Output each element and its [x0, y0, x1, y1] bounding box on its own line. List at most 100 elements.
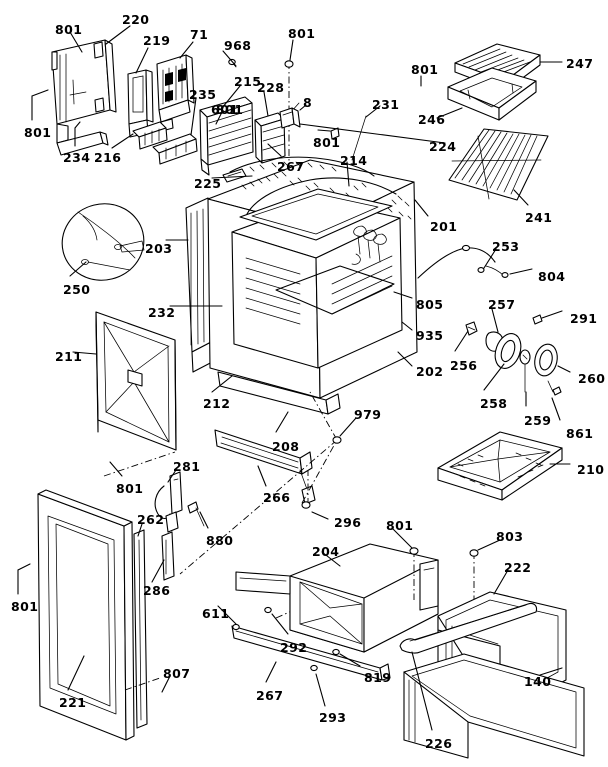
part-140-drawer-panel [403, 653, 585, 759]
part-211-inner-door-panel [95, 311, 177, 451]
callout-235-heat-shield: 235 [189, 87, 217, 102]
part-292-drawer-slide [231, 606, 391, 681]
part-220-control-panel-cover [51, 39, 117, 156]
callout-935-screw: 935 [416, 328, 444, 343]
part-880-screw [187, 501, 205, 527]
callout-228-clip: 228 [257, 80, 285, 95]
callout-224-bracket: 224 [429, 139, 457, 154]
callout-267-drawer-rail: 267 [256, 688, 284, 703]
callout-201-oven-body: 201 [430, 219, 458, 234]
part-212-bottom-trim [217, 371, 341, 415]
callout-267-air-baffle: 267 [277, 159, 305, 174]
callout-801-screw: 801 [216, 102, 244, 117]
part-258-washer [494, 333, 522, 369]
part-286-door-catch [161, 531, 175, 581]
callout-232-side-panel: 232 [148, 305, 176, 320]
callout-801-screw: 801 [55, 22, 83, 37]
callout-246-broiler-pan: 246 [418, 112, 446, 127]
callout-250-rear-cover-plate: 250 [63, 282, 91, 297]
assembly-reference-lines [103, 391, 342, 691]
part-262-seal-strip [133, 529, 148, 729]
callout-210-storage-drawer-pan: 210 [577, 462, 605, 477]
part-214-oven-top-panel [239, 177, 397, 241]
callout-140-drawer-panel: 140 [524, 674, 552, 689]
callout-260-seal-washer: 260 [578, 371, 606, 386]
part-219-transformer-bracket [127, 69, 154, 138]
part-210-drawer-pan [437, 431, 563, 501]
part-228-clip [254, 112, 286, 164]
callout-231-support: 231 [372, 97, 400, 112]
callout-234-control-panel-support: 234 [63, 150, 91, 165]
part-250-rear-cover [61, 203, 145, 281]
callout-601-screw: 601 [211, 102, 239, 117]
callout-212-bottom-trim: 212 [203, 396, 231, 411]
drawer-screws [409, 547, 479, 600]
part-861-screw [547, 380, 562, 396]
callout-291-clip: 291 [570, 311, 598, 326]
callout-256-retainer: 256 [450, 358, 478, 373]
callout-208-oven-bottom-rail: 208 [272, 439, 300, 454]
part-291-clip [532, 314, 543, 325]
part-259-pin [519, 349, 531, 393]
part-235-heat-shield [152, 133, 198, 165]
callout-8-screw: 8 [303, 95, 313, 110]
callout-801-screw: 801 [11, 599, 39, 614]
callout-259-pin: 259 [524, 413, 552, 428]
callout-226-drawer-handle: 226 [425, 736, 453, 751]
callout-219-transformer-bracket: 219 [143, 33, 171, 48]
callout-203-back-panel: 203 [145, 241, 173, 256]
callout-281-door-latch-spring: 281 [173, 459, 201, 474]
part-241-oven-rack [448, 128, 549, 201]
part-216-rail [132, 121, 168, 150]
callout-222-drawer-front-bracket: 222 [504, 560, 532, 575]
callout-861-screw: 861 [566, 426, 594, 441]
callout-979-screw: 979 [354, 407, 382, 422]
callout-253-vent-tube: 253 [492, 239, 520, 254]
part-224-bracket [279, 107, 301, 129]
callout-801-screw: 801 [288, 26, 316, 41]
callout-211-inner-door-panel: 211 [55, 349, 83, 364]
part-260-seal-washer [534, 343, 558, 377]
callout-225-mounting-rail: 225 [194, 176, 222, 191]
callout-241-oven-rack: 241 [525, 210, 553, 225]
callout-204-storage-drawer-body: 204 [312, 544, 340, 559]
callout-807-screw: 807 [163, 666, 191, 681]
part-204-drawer-body [235, 543, 439, 653]
callout-220-control-panel-rear-cover: 220 [122, 12, 150, 27]
callout-247-broiler-pan-insert: 247 [566, 56, 594, 71]
callout-202-oven-liner: 202 [416, 364, 444, 379]
part-231-support [351, 115, 367, 161]
callout-968-screw: 968 [224, 38, 252, 53]
callout-803-screw: 803 [496, 529, 524, 544]
callout-216-insulation-block: 216 [94, 150, 122, 165]
callout-214-oven-top-panel: 214 [340, 153, 368, 168]
callout-262-door-seal-strip: 262 [137, 512, 165, 527]
part-253-vent-tube [417, 244, 509, 279]
callout-804-screw: 804 [538, 269, 566, 284]
callout-71-terminal-block: 71 [190, 27, 209, 42]
callout-801-screw: 801 [313, 135, 341, 150]
callout-258-washer: 258 [480, 396, 508, 411]
callout-801-screw: 801 [386, 518, 414, 533]
part-281-latch-spring [154, 471, 183, 533]
part-71-terminal-block [156, 54, 195, 132]
callout-819-screw: 819 [364, 670, 392, 685]
part-246-broiler-pan [447, 67, 537, 121]
leader-lines [17, 25, 571, 731]
callout-292-drawer-slide: 292 [280, 640, 308, 655]
callout-805-screw: 805 [416, 297, 444, 312]
callout-293-screw: 293 [319, 710, 347, 725]
callout-221-oven-door-outer-panel: 221 [59, 695, 87, 710]
callout-296-screw: 296 [334, 515, 362, 530]
callout-801-screw: 801 [116, 481, 144, 496]
callout-215-heating-element-bracket: 215 [234, 74, 262, 89]
callout-801-screw: 801 [24, 125, 52, 140]
callout-286-door-catch: 286 [143, 583, 171, 598]
callout-611-screw: 611 [202, 606, 230, 621]
part-221-oven-door [37, 489, 135, 741]
callout-880-screw: 880 [206, 533, 234, 548]
part-226-drawer-handle [399, 602, 538, 654]
callout-257-door-hinge-bushing: 257 [488, 297, 516, 312]
